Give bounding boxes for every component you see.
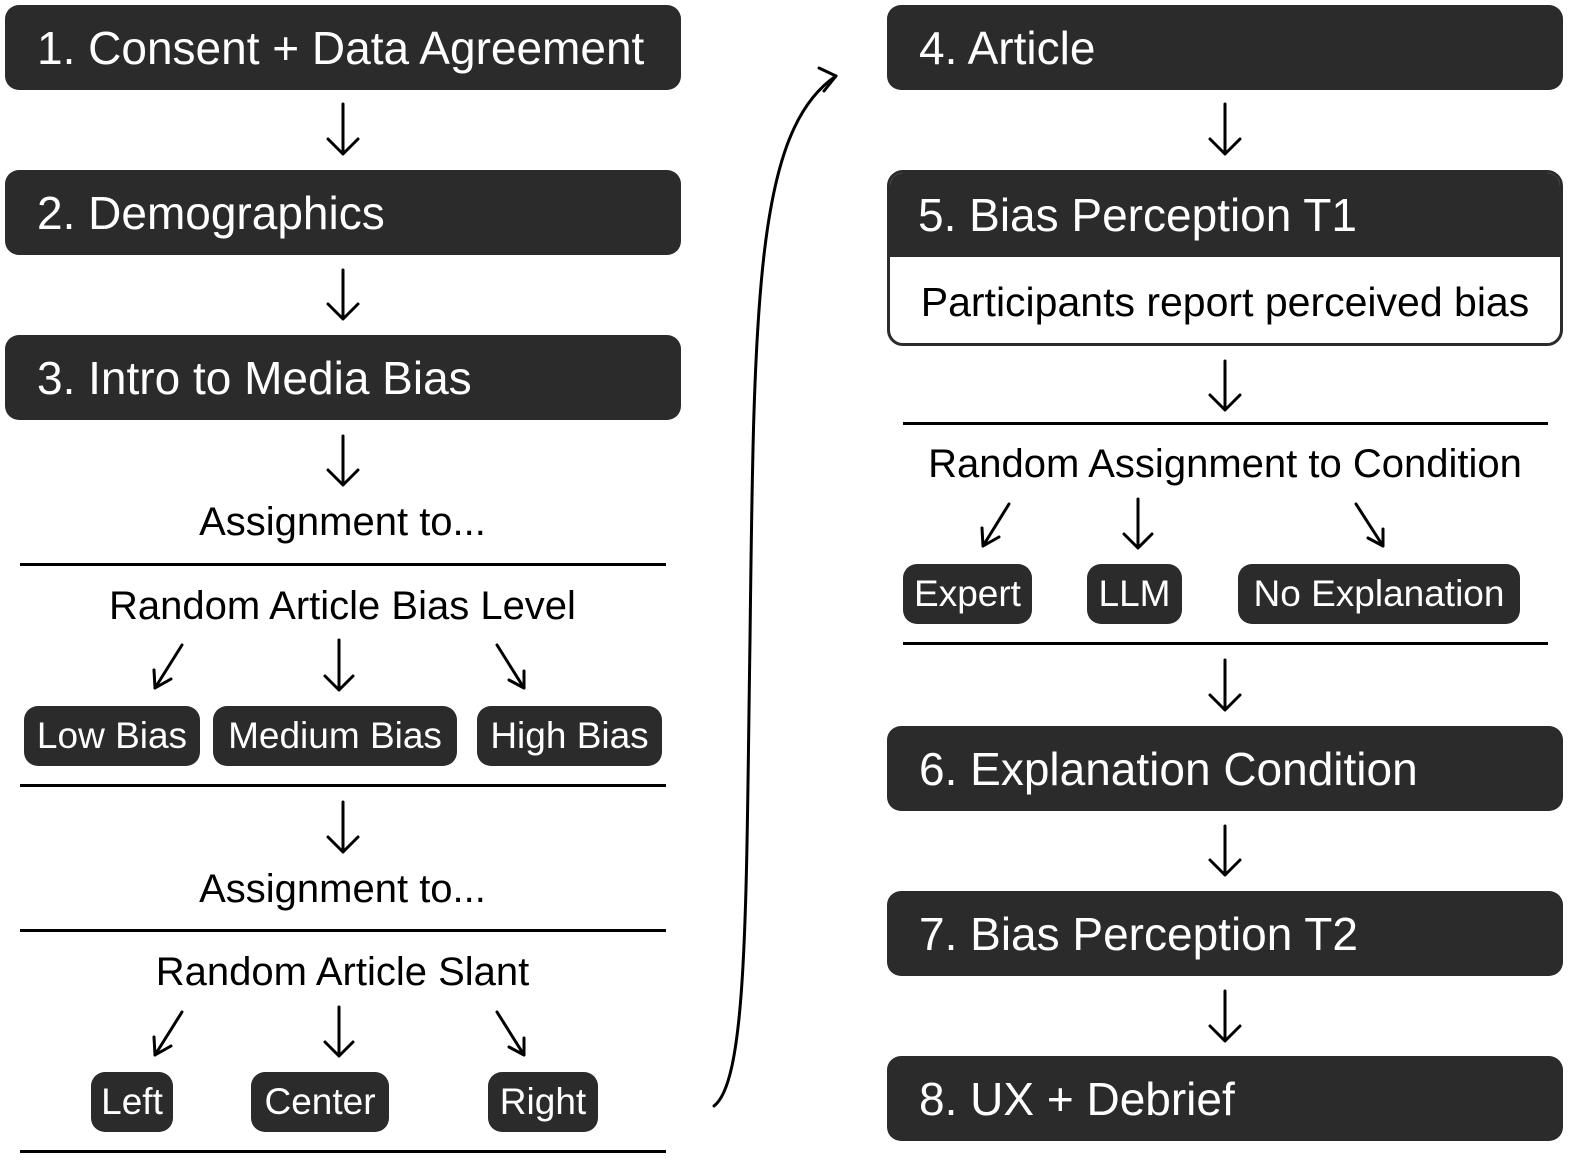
bias-level-top-divider [20,563,666,566]
arrow-down-icon [1122,497,1154,550]
slant-intro: Assignment to... [199,867,486,911]
arrow-down-left-icon [152,643,184,690]
slant-option-left: Left [91,1072,173,1132]
step-bias-perception-t1-header: 5. Bias Perception T1 [890,173,1560,257]
bias-option-medium: Medium Bias [213,706,457,766]
arrow-down-icon [1208,658,1242,712]
bias-level-title: Random Article Bias Level [109,584,576,628]
step-bias-perception-t2: 7. Bias Perception T2 [887,891,1563,976]
arrow-down-icon [1208,102,1242,156]
step-explanation-condition-label: 6. Explanation Condition [919,742,1418,795]
bias-level-intro: Assignment to... [199,500,486,544]
step-demographics: 2. Demographics [5,170,681,255]
condition-top-divider [903,422,1548,425]
condition-option-no-explanation: No Explanation [1238,564,1520,624]
step-consent-label: 1. Consent + Data Agreement [37,21,645,74]
slant-bottom-divider [20,1150,666,1153]
connector-arrow-icon [712,66,838,1108]
condition-option-llm: LLM [1087,564,1182,624]
arrow-down-right-icon [495,1010,526,1057]
bias-level-bottom-divider [20,784,666,787]
arrow-down-icon [326,434,360,487]
slant-top-divider [20,929,666,932]
step-demographics-label: 2. Demographics [37,186,385,239]
arrow-down-icon [323,1005,355,1058]
arrow-down-icon [326,102,360,156]
step-intro-media-bias: 3. Intro to Media Bias [5,335,681,420]
arrow-down-icon [1208,359,1242,412]
arrow-down-icon [326,800,360,854]
arrow-down-left-icon [980,502,1011,548]
step-intro-media-bias-label: 3. Intro to Media Bias [37,351,472,404]
slant-option-center: Center [251,1072,389,1132]
step-explanation-condition: 6. Explanation Condition [887,726,1563,811]
step-consent: 1. Consent + Data Agreement [5,5,681,90]
slant-option-right: Right [488,1072,598,1132]
step-bias-perception-t1-label: 5. Bias Perception T1 [918,189,1357,241]
step-ux-debrief-label: 8. UX + Debrief [919,1072,1235,1125]
step-bias-perception-t2-label: 7. Bias Perception T2 [919,907,1358,960]
arrow-down-icon [323,638,355,692]
bias-option-low: Low Bias [24,706,200,766]
step-ux-debrief: 8. UX + Debrief [887,1056,1563,1141]
arrow-down-icon [1208,989,1242,1043]
slant-title: Random Article Slant [155,950,530,994]
step-article: 4. Article [887,5,1563,90]
arrow-down-icon [326,268,360,321]
arrow-down-icon [1208,824,1242,877]
arrow-down-right-icon [495,643,526,690]
step-bias-perception-t1-description: Participants report perceived bias [920,278,1530,325]
arrow-down-right-icon [1354,502,1385,548]
bias-option-high: High Bias [477,706,662,766]
condition-option-expert: Expert [903,564,1032,624]
step-bias-perception-t1: 5. Bias Perception T1 Participants repor… [887,170,1563,346]
condition-bottom-divider [903,642,1548,645]
step-article-label: 4. Article [919,21,1096,74]
arrow-down-left-icon [152,1010,184,1057]
condition-title: Random Assignment to Condition [928,442,1522,486]
